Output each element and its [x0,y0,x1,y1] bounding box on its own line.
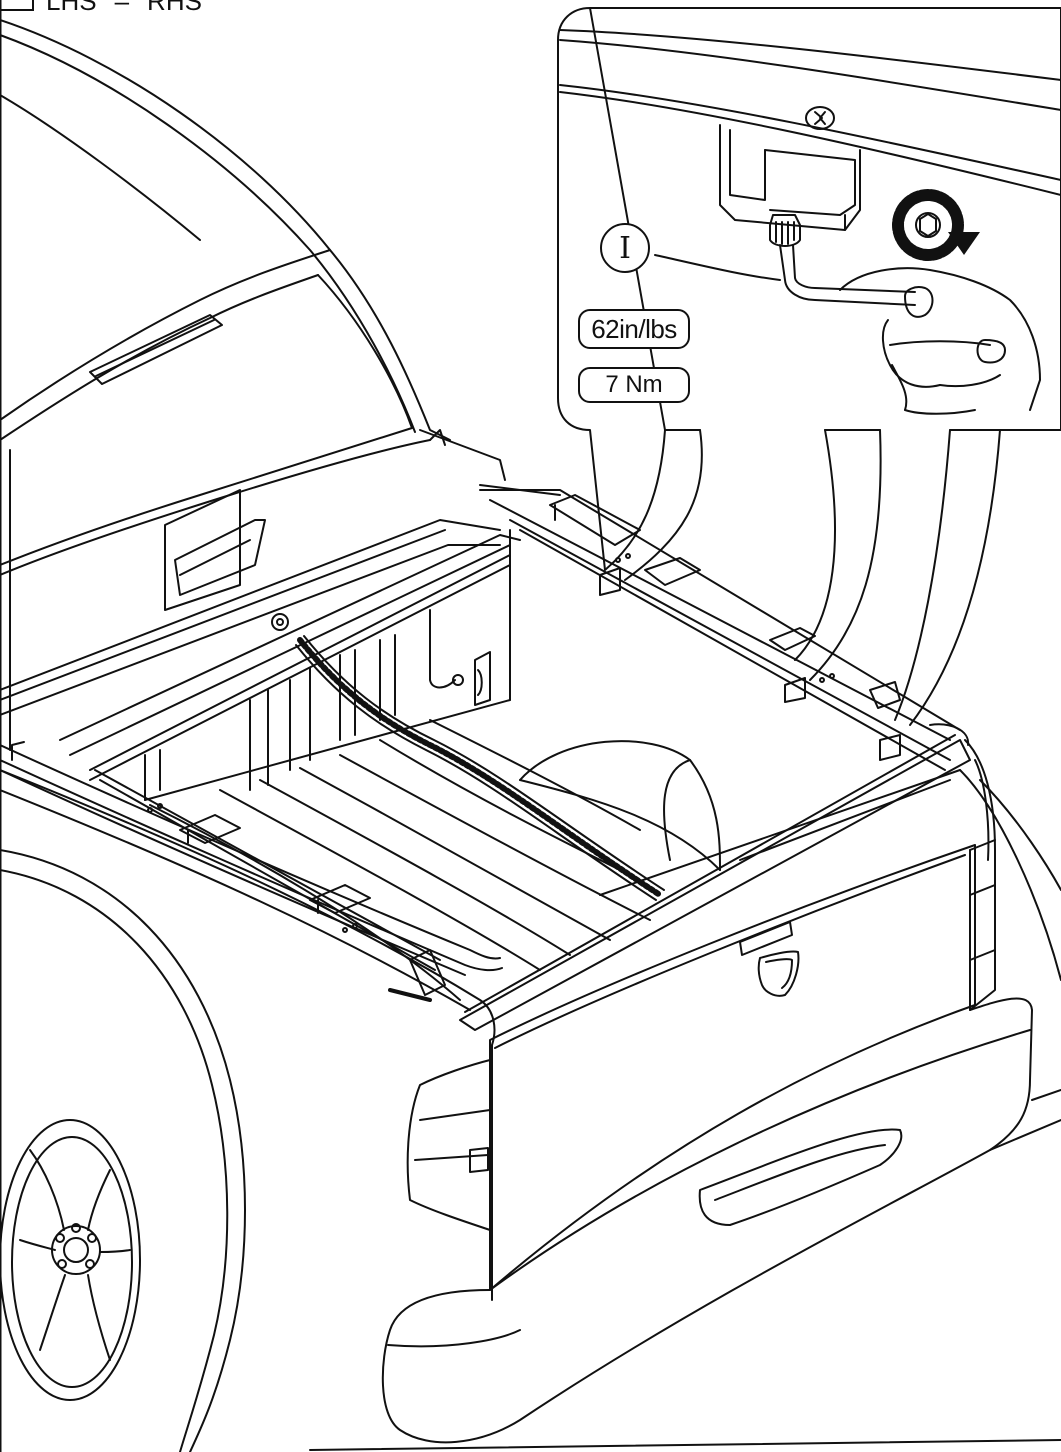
separator: – [114,0,130,16]
divider-panel [164,489,289,631]
tailgate [406,739,996,1291]
callout-bubble [557,7,1061,726]
rhs-label: RHS [147,0,202,16]
bed-interior [144,529,961,1001]
rear-wheel [0,849,246,1452]
seal-strip-outline [295,635,665,901]
truck-cab [0,19,451,761]
checkbox-icon [0,0,34,11]
side-selector: LHS – RHS [0,0,202,16]
far-rail-clamps [549,494,901,761]
lhs-label: LHS [46,0,97,16]
torque-imperial-label: 62in/lbs [578,309,690,349]
seal-strip [297,637,663,898]
bed-rail-frame [0,429,971,1031]
part-label-circle: I [600,223,650,273]
tighten-clockwise-icon [892,189,980,261]
torque-metric-label: 7 Nm [578,367,690,403]
rear-bumper [0,769,1061,1451]
